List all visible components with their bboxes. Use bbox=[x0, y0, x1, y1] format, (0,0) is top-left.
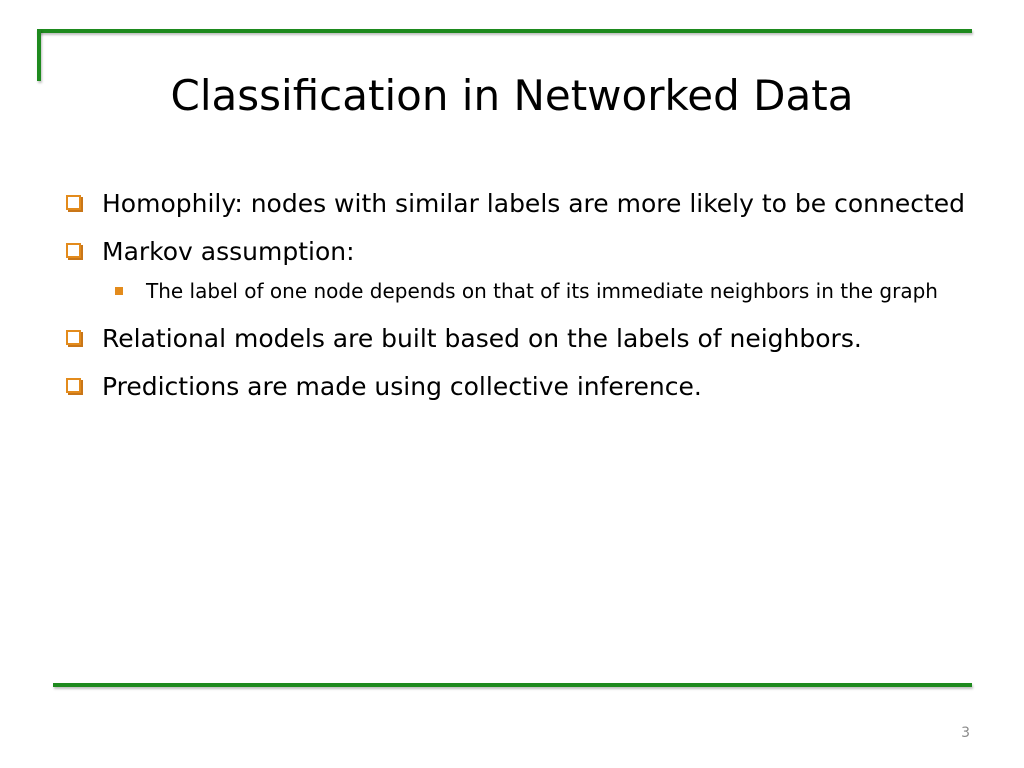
frame-top-line bbox=[37, 29, 972, 33]
frame-bottom-line bbox=[53, 683, 972, 687]
bullet-text: Relational models are built based on the… bbox=[102, 324, 862, 353]
hollow-square-bullet-icon bbox=[66, 243, 81, 258]
bullet-text: Markov assumption: bbox=[102, 237, 355, 266]
bullet-text: Predictions are made using collective in… bbox=[102, 372, 702, 401]
hollow-square-bullet-icon bbox=[66, 378, 81, 393]
bullet-item: Predictions are made using collective in… bbox=[64, 368, 984, 406]
sub-bullet-text: The label of one node depends on that of… bbox=[146, 279, 938, 303]
sub-bullet-item: The label of one node depends on that of… bbox=[64, 275, 984, 308]
bullet-item: Markov assumption: bbox=[64, 233, 984, 271]
slide-title: Classification in Networked Data bbox=[170, 71, 854, 120]
bullet-list: Homophily: nodes with similar labels are… bbox=[64, 185, 984, 416]
page-number: 3 bbox=[961, 725, 970, 741]
frame-left-line bbox=[37, 29, 41, 81]
hollow-square-bullet-icon bbox=[66, 330, 81, 345]
bullet-text: Homophily: nodes with similar labels are… bbox=[102, 189, 966, 218]
hollow-square-bullet-icon bbox=[66, 195, 81, 210]
bullet-item: Homophily: nodes with similar labels are… bbox=[64, 185, 984, 223]
bullet-item: Relational models are built based on the… bbox=[64, 320, 984, 358]
filled-square-bullet-icon bbox=[115, 287, 123, 295]
